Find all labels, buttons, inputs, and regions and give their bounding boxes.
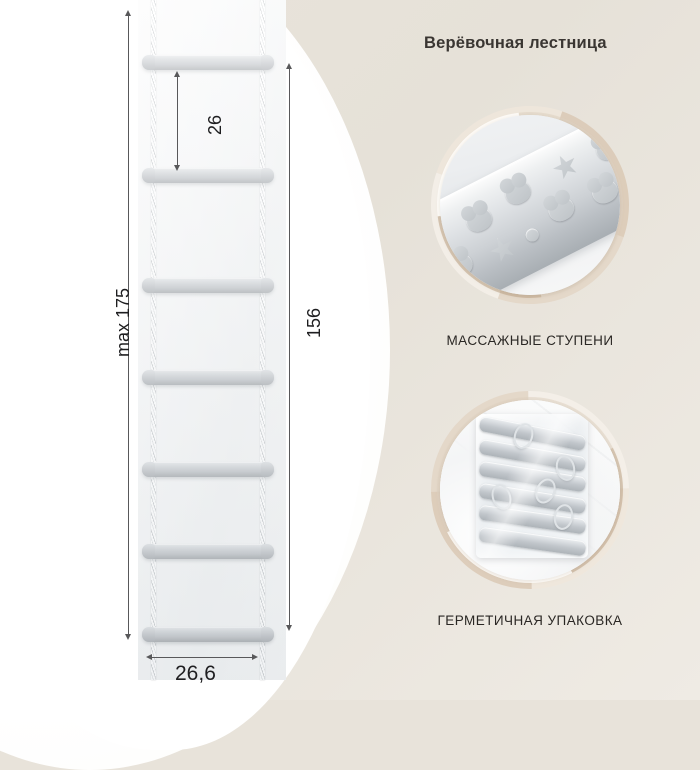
rope-ladder-photo [138,0,286,680]
dimension-line [289,65,290,627]
rope-left [151,0,156,680]
ladder-rung [142,55,274,70]
arrow-up-icon [124,10,131,16]
page-title: Верёвочная лестница [424,34,607,52]
ladder-rung [142,462,274,477]
ladder-rung [142,544,274,559]
star-icon [485,233,519,267]
heart-icon [500,176,535,209]
arrow-down-icon [173,165,180,171]
dimension-line [128,12,129,636]
ladder-rung [142,278,274,293]
inset-sealed-packaging [390,350,670,630]
closeup-background [440,115,620,295]
ladder-rung [142,627,274,642]
heart-icon [591,132,620,165]
arrow-right-icon [252,653,258,660]
dimension-label-rung-width: 26,6 [175,662,216,685]
heart-icon [587,175,620,208]
inset-massage-steps [397,72,663,338]
embossed-rung-bar [440,115,620,295]
arrow-up-icon [173,71,180,77]
rope-right [260,0,265,680]
caption-sealed-packaging: ГЕРМЕТИЧНАЯ УПАКОВКА [437,613,623,628]
dot-icon [523,226,541,244]
arrow-up-icon [285,63,292,69]
caption-massage-steps: МАССАЖНЫЕ СТУПЕНИ [446,333,614,348]
arrow-down-icon [124,634,131,640]
dimension-line [150,657,254,658]
dimension-line [177,73,178,169]
vacuum-sealed-bag-photo [440,400,620,580]
heart-icon [441,249,476,282]
ladder-rung [142,168,274,183]
embossed-rung-closeup [440,115,620,295]
dimension-label-total-height: max 175 [113,287,133,357]
dimension-label-ladder-span: 156 [304,307,324,338]
star-icon [548,150,582,184]
heart-icon [461,202,496,236]
sealed-plastic-bag [476,414,588,559]
arrow-down-icon [285,625,292,631]
arrow-left-icon [146,653,152,660]
dimension-label-rung-gap: 26 [205,114,225,135]
plastic-sheen [476,414,588,559]
ladder-rung [142,370,274,385]
heart-icon [543,192,578,225]
